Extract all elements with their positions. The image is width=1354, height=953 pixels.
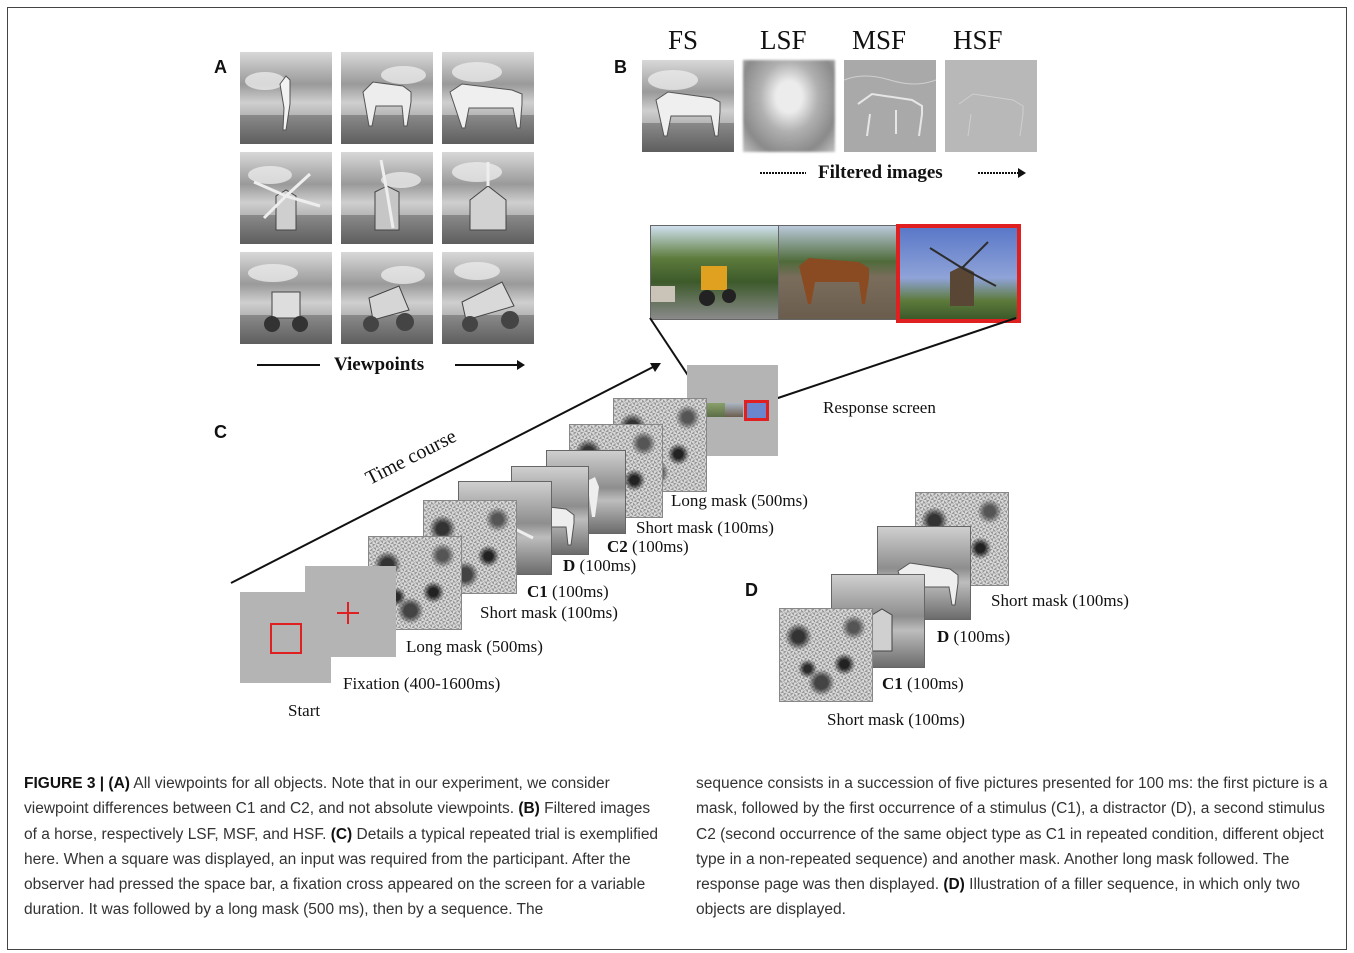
response-photo-horse — [778, 225, 898, 320]
caption-left-text: All viewpoints for all objects. Note tha… — [24, 775, 658, 918]
panel-c-letter: C — [214, 422, 227, 442]
panel-d-letter: D — [745, 580, 758, 600]
viewpoint-thumbnail — [442, 252, 534, 344]
viewpoint-thumbnail — [240, 252, 332, 344]
filler-short-mask-bottom-label: Short mask (100ms) — [827, 710, 965, 729]
caption-right: sequence consists in a succession of fiv… — [696, 771, 1336, 923]
caption-text-run: Filtered images of a horse, respectively… — [24, 800, 651, 843]
filtered-images-arrow — [760, 168, 1026, 178]
c1-label: C1 (100ms) — [527, 582, 609, 601]
filtered-image-fs — [642, 60, 734, 152]
start-square — [270, 623, 302, 654]
caption-text-run: Details a typical repeated trial is exem… — [24, 825, 659, 919]
caption-bold-run: (B) — [518, 800, 540, 818]
filtered-image-hsf — [945, 60, 1037, 152]
caption-figure-label: FIGURE 3 | (A) — [24, 775, 130, 792]
caption-text-run: sequence consists in a succession of fiv… — [696, 775, 1328, 894]
column-label-fs: FS — [668, 25, 699, 55]
viewpoints-label: Viewpoints — [334, 354, 425, 375]
caption-bold-run: (D) — [943, 876, 965, 894]
viewpoint-thumbnail — [341, 52, 433, 144]
short-mask-1-label: Short mask (100ms) — [480, 603, 618, 622]
filler-short-mask-top-label: Short mask (100ms) — [991, 591, 1129, 610]
caption-text-run: Illustration of a filler sequence, in wh… — [696, 876, 1300, 919]
panel-b-letter: B — [614, 57, 627, 77]
caption-text-run: All viewpoints for all objects. Note tha… — [24, 775, 610, 818]
caption-bold-run: (C) — [330, 825, 353, 843]
filtered-images-label: Filtered images — [818, 162, 943, 183]
filler-d-label: D (100ms) — [937, 627, 1011, 646]
response-screen-label: Response screen — [823, 398, 936, 417]
filler-short-mask-bottom-card — [779, 608, 873, 702]
viewpoint-thumbnail — [341, 152, 433, 244]
start-label: Start — [288, 701, 321, 720]
long-mask-1-label: Long mask (500ms) — [406, 637, 543, 656]
filtered-image-msf — [843, 60, 937, 152]
column-label-hsf: HSF — [953, 25, 1003, 55]
column-label-lsf: LSF — [760, 25, 807, 55]
fixation-label: Fixation (400-1600ms) — [343, 674, 501, 693]
filtered-image-lsf — [743, 60, 835, 152]
viewpoint-thumbnail — [240, 152, 332, 244]
viewpoint-thumbnail — [341, 252, 433, 344]
c2-label: C2 (100ms) — [607, 537, 689, 556]
viewpoint-thumbnail — [240, 52, 332, 144]
response-photo-tractor — [650, 225, 779, 320]
filler-c1-label: C1 (100ms) — [882, 674, 964, 693]
response-photo-windmill-selected — [896, 224, 1021, 323]
d-label: D (100ms) — [563, 556, 637, 575]
long-mask-2-label: Long mask (500ms) — [671, 491, 808, 510]
panel-a-letter: A — [214, 57, 227, 77]
figure-frame — [7, 7, 1347, 950]
viewpoint-thumbnail — [442, 152, 534, 244]
short-mask-2-label: Short mask (100ms) — [636, 518, 774, 537]
start-card — [240, 592, 331, 683]
column-label-msf: MSF — [852, 25, 907, 55]
caption-right-text: sequence consists in a succession of fiv… — [696, 775, 1328, 918]
caption-left: FIGURE 3 | (A) All viewpoints for all ob… — [24, 771, 664, 923]
viewpoints-arrow — [257, 360, 525, 370]
viewpoint-thumbnail — [442, 52, 534, 144]
